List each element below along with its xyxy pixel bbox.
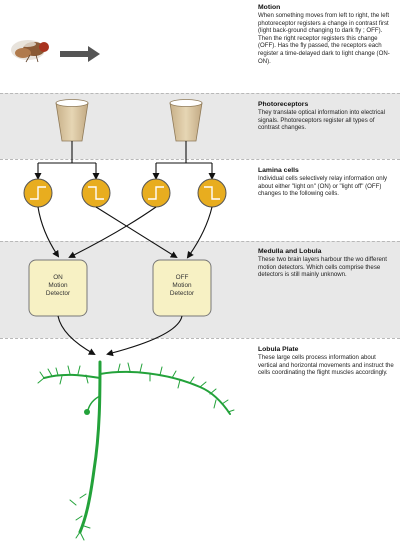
detector-line: Motion	[172, 282, 192, 289]
receptor-branch-right	[152, 141, 216, 180]
section-title: Lamina cells	[258, 167, 299, 174]
detector-line: Detector	[169, 290, 195, 297]
photoreceptors-text-block: Photoreceptors They translate optical in…	[258, 101, 396, 132]
section-title: Medulla and Lobula	[258, 248, 322, 255]
lamina-text-block: Lamina cells Individual cells selectivel…	[258, 167, 396, 198]
section-body: When something moves from left to right,…	[258, 12, 390, 65]
detector-line: Detector	[45, 290, 71, 297]
photoreceptor-left	[55, 99, 89, 142]
section-body: Individual cells selectively relay infor…	[258, 175, 388, 198]
detector-line: Motion	[48, 282, 68, 289]
separator	[0, 241, 400, 243]
section-title: Photoreceptors	[258, 101, 309, 108]
section-title: Lobula Plate	[258, 346, 299, 353]
lamina-cell-off-right	[197, 178, 227, 208]
lamina-to-detector-connections	[37, 206, 213, 259]
section-body: These two brain layers harbour tthe wo d…	[258, 256, 387, 279]
detector-line: OFF	[175, 274, 189, 281]
off-motion-detector-label: OFF Motion Detector	[153, 274, 211, 298]
lobula-plate-text-block: Lobula Plate These large cells process i…	[258, 346, 396, 377]
receptor-branch-left	[34, 141, 100, 180]
on-motion-detector-label: ON Motion Detector	[29, 274, 87, 298]
separator	[0, 338, 400, 340]
motion-band	[0, 0, 400, 93]
motion-arrow-icon	[60, 46, 100, 62]
lamina-cell-on-right	[141, 178, 171, 208]
fly-icon	[11, 40, 49, 63]
lamina-cell-on-left	[23, 178, 53, 208]
separator	[0, 93, 400, 95]
motion-text-block: Motion When something moves from left to…	[258, 4, 396, 65]
separator	[0, 159, 400, 161]
detector-to-lobula-connections	[57, 315, 183, 357]
medulla-lobula-text-block: Medulla and Lobula These two brain layer…	[258, 248, 396, 279]
section-title: Motion	[258, 4, 281, 11]
lobula-plate-neuron	[37, 360, 235, 541]
detector-line: ON	[53, 274, 63, 281]
section-body: They translate optical information into …	[258, 109, 386, 132]
photoreceptor-right	[169, 99, 203, 142]
section-body: These large cells process information ab…	[258, 354, 394, 377]
lamina-cell-off-left	[81, 178, 111, 208]
